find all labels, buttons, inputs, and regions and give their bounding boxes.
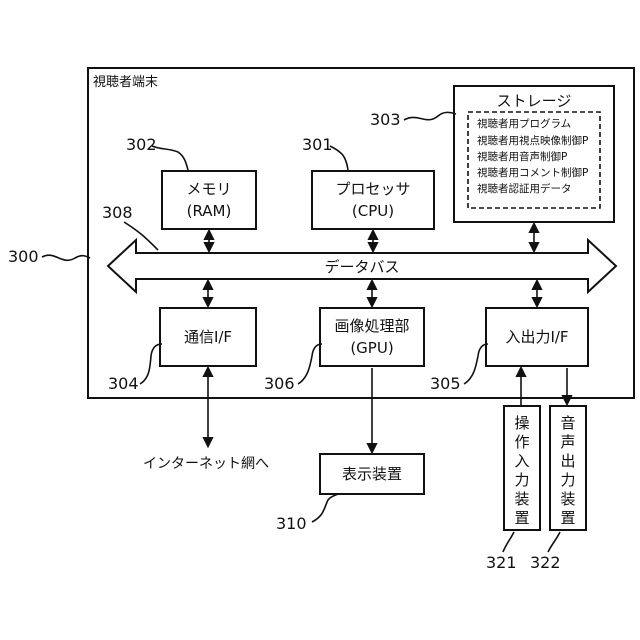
processor-label: プロセッサ	[335, 180, 410, 198]
audio-device-char: 音	[560, 414, 575, 432]
comm-if-ref: 304	[108, 374, 139, 393]
input-device-ref: 321	[486, 553, 517, 572]
display-leader	[312, 494, 338, 522]
terminal-ref: 300	[8, 247, 39, 266]
gpu-leader	[298, 344, 322, 384]
gpu-sublabel: (GPU)	[350, 339, 393, 357]
input-device-char: 作	[514, 433, 529, 451]
audio-device-char: 置	[560, 509, 575, 527]
display-label: 表示装置	[342, 465, 402, 483]
audio-device-char: 出	[560, 452, 575, 470]
internet-label: インターネット網へ	[143, 456, 269, 472]
data-bus-label: データバス	[324, 258, 399, 276]
io-if-label: 入出力I/F	[505, 328, 568, 346]
memory-leader	[152, 146, 188, 170]
input-device-char: 装	[514, 490, 529, 508]
display-ref: 310	[276, 514, 307, 533]
audio-device-char: 力	[560, 471, 575, 489]
input-device-char: 入	[514, 452, 529, 470]
processor-sublabel: (CPU)	[352, 202, 394, 220]
storage-leader	[404, 112, 456, 120]
gpu-ref: 306	[264, 374, 295, 393]
processor-leader	[330, 146, 348, 170]
storage-item: 視聴者用コメント制御P	[477, 166, 588, 179]
terminal-title: 視聴者端末	[93, 75, 158, 90]
memory-sublabel: (RAM)	[187, 202, 232, 220]
storage-item: 視聴者用音声制御P	[477, 150, 567, 163]
audio-device-label: 音 声 出 力 装 置	[560, 414, 575, 527]
input-device-char: 置	[514, 509, 529, 527]
input-device-label: 操 作 入 力 装 置	[514, 414, 529, 527]
storage-item: 視聴者認証用データ	[477, 182, 572, 195]
audio-device-leader	[548, 532, 560, 552]
input-device-char: 力	[514, 471, 529, 489]
input-device-leader	[503, 532, 514, 552]
storage-item: 視聴者用プログラム	[477, 117, 571, 130]
audio-device-ref: 322	[530, 553, 561, 572]
memory-ref: 302	[126, 135, 157, 154]
io-if-ref: 305	[430, 374, 461, 393]
audio-device-char: 装	[560, 490, 575, 508]
audio-device-char: 声	[560, 433, 575, 451]
io-if-leader	[464, 344, 488, 384]
data-bus-ref: 308	[102, 203, 133, 222]
memory-label: メモリ	[186, 180, 231, 198]
storage-ref: 303	[370, 110, 401, 129]
gpu-label: 画像処理部	[334, 317, 409, 335]
processor-ref: 301	[302, 135, 333, 154]
comm-if-leader	[140, 344, 162, 384]
terminal-leader	[42, 255, 90, 260]
comm-if-label: 通信I/F	[184, 328, 232, 346]
input-device-char: 操	[514, 414, 529, 432]
storage-title: ストレージ	[497, 92, 572, 110]
storage-item: 視聴者用視点映像制御P	[477, 134, 588, 147]
